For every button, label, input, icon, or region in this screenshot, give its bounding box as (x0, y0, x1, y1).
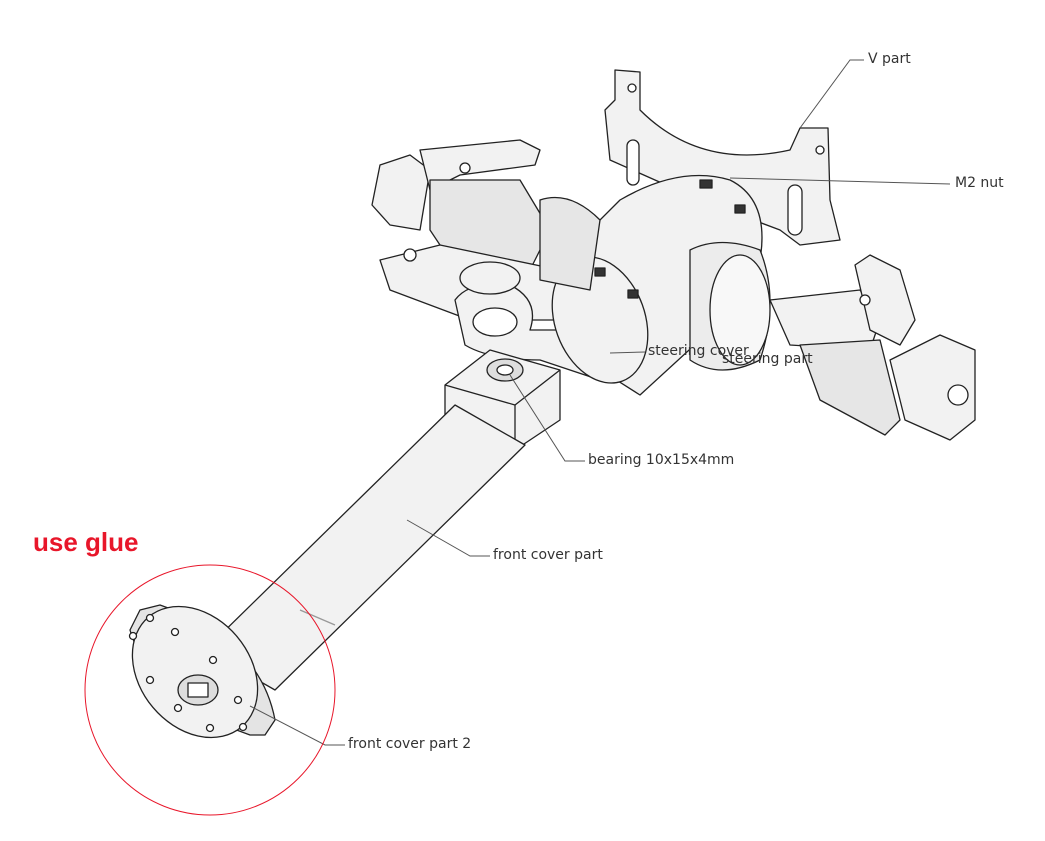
leader-lines (249, 59, 951, 746)
label-bearing: bearing 10x15x4mm (588, 452, 735, 468)
label-front-cover-part: front cover part (493, 547, 603, 563)
right-servo-assembly (769, 254, 976, 441)
glue-highlight-circle (84, 564, 336, 816)
label-steering-cover: steering cover (648, 343, 749, 359)
front-cover-flange (128, 604, 276, 739)
front-cover-tube (204, 404, 526, 691)
label-m2-nut: M2 nut (955, 175, 1004, 191)
v-part (604, 69, 841, 246)
main-hub (539, 174, 771, 396)
label-v-part: V part (868, 51, 911, 67)
label-front-cover-part-2: front cover part 2 (348, 736, 472, 752)
label-steering-part: steering part (722, 351, 813, 367)
use-glue-annotation: use glue (33, 527, 139, 557)
